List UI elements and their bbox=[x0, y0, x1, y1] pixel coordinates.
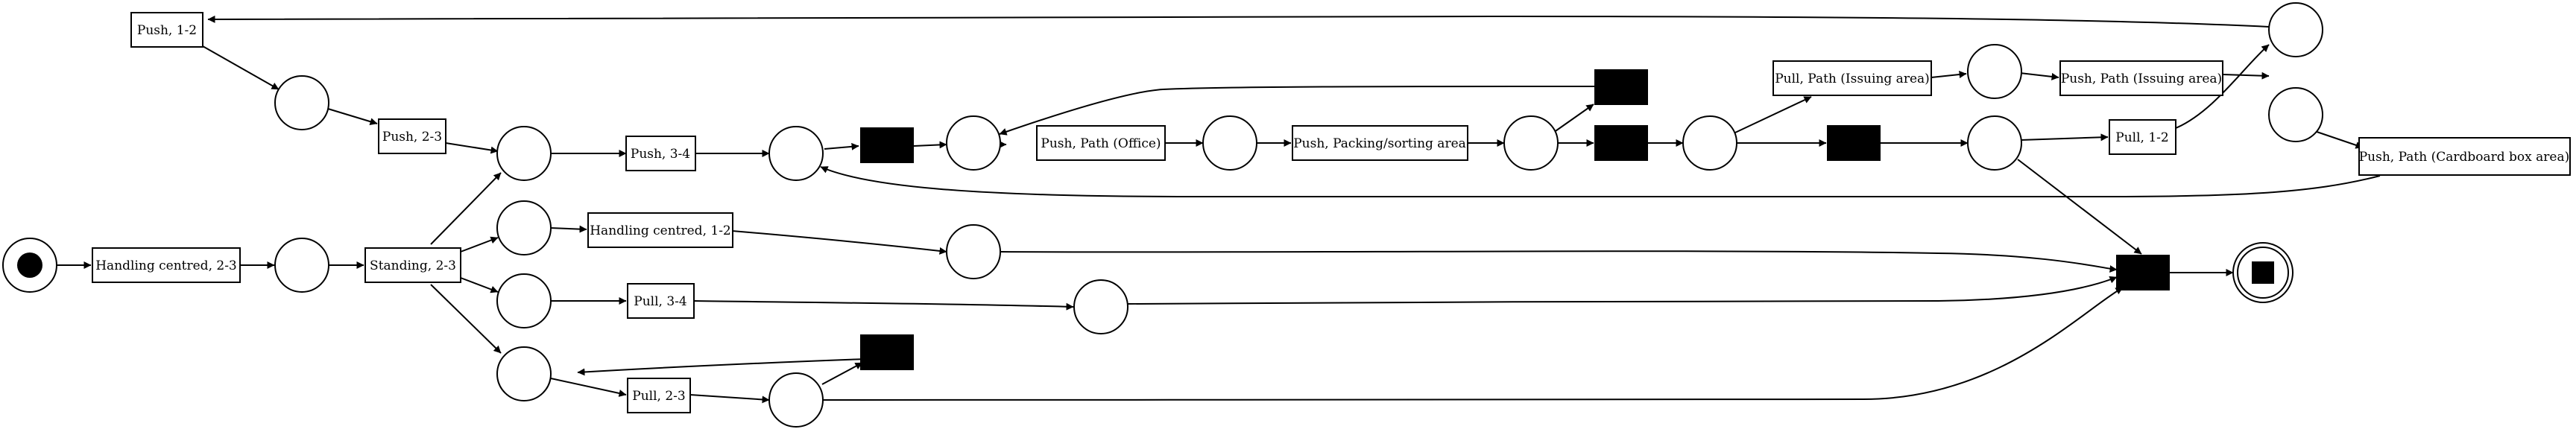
transition-label: Pull, 2-3 bbox=[632, 389, 685, 404]
edge bbox=[460, 236, 499, 252]
place bbox=[2268, 87, 2323, 142]
edge bbox=[460, 277, 499, 293]
transition-pull-path-issuing-area: Pull, Path (Issuing area) bbox=[1772, 60, 1932, 96]
transition-pull-1-2: Pull, 1-2 bbox=[2109, 119, 2176, 155]
transition-standing-2-3: Standing, 2-3 bbox=[364, 247, 461, 283]
transition-pull-2-3: Pull, 2-3 bbox=[627, 378, 691, 413]
places bbox=[2, 2, 2323, 428]
transition-push-2-3: Push, 2-3 bbox=[378, 118, 446, 154]
transition-label: Push, Path (Issuing area) bbox=[2061, 72, 2222, 86]
silent-transition bbox=[1827, 125, 1881, 161]
edge bbox=[445, 142, 499, 154]
edge bbox=[822, 287, 2124, 401]
edge bbox=[731, 230, 947, 255]
edge bbox=[1931, 71, 1967, 78]
transition-label: Push, Packing/sorting area bbox=[1293, 136, 1466, 151]
end-token-icon bbox=[2252, 261, 2274, 284]
transition-pull-3-4: Pull, 3-4 bbox=[627, 283, 695, 319]
place bbox=[274, 238, 329, 293]
place bbox=[1967, 44, 2022, 99]
edge bbox=[1734, 96, 1812, 133]
transition-label: Push, 1-2 bbox=[137, 23, 197, 38]
edge bbox=[2020, 133, 2109, 142]
silent-transition bbox=[2116, 255, 2170, 290]
transition-push-1-2: Push, 1-2 bbox=[130, 12, 203, 48]
place bbox=[2268, 2, 2323, 57]
place bbox=[768, 372, 824, 428]
place bbox=[496, 126, 552, 181]
edge bbox=[1553, 104, 1594, 133]
transition-label: Handling centred, 1-2 bbox=[590, 223, 731, 238]
transition-label: Push, 2-3 bbox=[382, 130, 442, 144]
transition-push-3-4: Push, 3-4 bbox=[625, 136, 696, 171]
transition-handling-centred-2-3: Handling centred, 2-3 bbox=[92, 247, 241, 283]
labeled-transitions: Push, 1-2 Push, 2-3 Push, 3-4 Handling c… bbox=[92, 12, 2571, 413]
place bbox=[1503, 115, 1559, 171]
transition-push-packing-sorting-area: Push, Packing/sorting area bbox=[1292, 125, 1468, 161]
transition-label: Pull, 1-2 bbox=[2115, 130, 2168, 145]
place bbox=[274, 75, 329, 130]
edge bbox=[430, 172, 502, 245]
edge bbox=[999, 86, 1596, 136]
edge bbox=[693, 300, 1074, 311]
transition-label: Push, 3-4 bbox=[631, 147, 690, 162]
transition-label: Push, Path (Office) bbox=[1041, 136, 1161, 151]
silent-transition bbox=[1594, 69, 1648, 105]
edge bbox=[202, 45, 280, 90]
edge bbox=[2019, 72, 2059, 80]
transition-label: Standing, 2-3 bbox=[370, 258, 456, 273]
start-token-icon bbox=[17, 252, 42, 278]
edge bbox=[550, 378, 627, 397]
edge bbox=[207, 15, 2270, 28]
place bbox=[946, 115, 1001, 171]
edge bbox=[821, 362, 863, 385]
edge bbox=[2175, 44, 2270, 129]
silent-transition bbox=[860, 127, 914, 163]
edge bbox=[1000, 250, 2118, 273]
edge bbox=[824, 142, 859, 150]
place bbox=[946, 224, 1001, 279]
edge bbox=[327, 108, 378, 126]
edge bbox=[913, 141, 947, 149]
silent-transitions bbox=[860, 69, 2170, 370]
edge bbox=[549, 225, 587, 233]
edge bbox=[689, 394, 770, 404]
edge bbox=[430, 284, 502, 354]
place bbox=[496, 273, 552, 328]
transition-push-path-office: Push, Path (Office) bbox=[1036, 125, 1166, 161]
edge bbox=[820, 166, 2381, 197]
transition-label: Push, Path (Cardboard box area) bbox=[2359, 150, 2570, 165]
place bbox=[1967, 115, 2022, 171]
place bbox=[1682, 115, 1737, 171]
edge bbox=[577, 358, 866, 376]
silent-transition bbox=[860, 334, 914, 370]
transition-push-path-issuing-area: Push, Path (Issuing area) bbox=[2059, 60, 2223, 96]
place bbox=[768, 126, 824, 181]
place bbox=[1073, 279, 1128, 334]
silent-transition bbox=[1594, 125, 1648, 161]
transition-handling-centred-1-2: Handling centred, 1-2 bbox=[587, 212, 733, 248]
transition-label: Pull, 3-4 bbox=[634, 294, 686, 309]
place bbox=[496, 346, 552, 401]
transition-push-path-cardboard-box-area: Push, Path (Cardboard box area) bbox=[2358, 137, 2571, 176]
transition-label: Pull, Path (Issuing area) bbox=[1775, 72, 1930, 86]
edge bbox=[1127, 276, 2118, 305]
transition-label: Handling centred, 2-3 bbox=[95, 258, 237, 273]
place bbox=[496, 200, 552, 255]
edge bbox=[2017, 159, 2142, 255]
place bbox=[1202, 115, 1257, 171]
edges bbox=[57, 15, 2381, 404]
edge bbox=[2222, 72, 2270, 80]
